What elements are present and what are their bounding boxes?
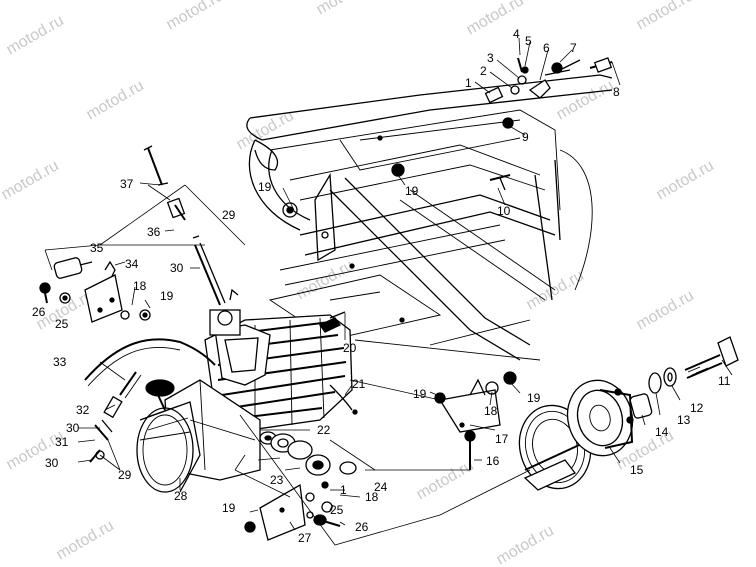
callout-35: 35 [90, 241, 104, 255]
callout-29: 29 [118, 468, 132, 482]
callout-16: 16 [486, 454, 500, 468]
watermark-text: motod.ru [0, 157, 62, 203]
callout-37: 37 [120, 177, 134, 191]
callout-24: 24 [374, 480, 388, 494]
callout-27: 27 [298, 531, 312, 545]
callout-34: 34 [125, 257, 139, 271]
watermark-text: motod.ru [634, 287, 697, 333]
callout-18: 18 [365, 490, 379, 504]
watermark-text: motod.ru [654, 157, 717, 203]
callout-19: 19 [405, 184, 419, 198]
vent-hose-assembly [143, 145, 226, 306]
watermark-text: motod.ru [54, 517, 117, 563]
callout-8: 8 [613, 85, 620, 99]
callout-36: 36 [147, 225, 161, 239]
callout-23: 23 [270, 473, 284, 487]
callout-19: 19 [160, 289, 174, 303]
watermark-text: motod.ru [414, 457, 477, 503]
callout-labels: 1 2 3 4 5 6 7 8 9 10 11 12 13 14 15 16 1… [32, 27, 731, 545]
watermark-text: motod.ru [524, 267, 587, 313]
fuel-line [84, 338, 216, 381]
callout-29: 29 [222, 208, 236, 222]
callout-1: 1 [465, 76, 472, 90]
throttle-cable-fittings [282, 57, 613, 218]
callout-28: 28 [174, 489, 188, 503]
callout-19: 19 [258, 180, 272, 194]
callout-7: 7 [570, 41, 577, 55]
callout-22: 22 [317, 423, 331, 437]
left-filter-bracket [39, 257, 151, 323]
callout-26: 26 [355, 520, 369, 534]
watermark-text: motod.ru [164, 0, 227, 33]
clutch-pulley-assembly [434, 336, 739, 491]
fuel-line-edge [87, 346, 181, 387]
callout-13: 13 [677, 413, 691, 427]
watermark-text: motod.ru [314, 0, 377, 18]
callout-19: 19 [527, 391, 541, 405]
callout-17: 17 [495, 432, 509, 446]
callout-30: 30 [170, 261, 184, 275]
watermark-text: motod.ru [84, 77, 147, 123]
lower-engine-mount [244, 433, 357, 541]
callout-9: 9 [522, 130, 529, 144]
callout-14: 14 [655, 425, 669, 439]
callout-3: 3 [487, 51, 494, 65]
callout-33: 33 [53, 355, 67, 369]
callout-21: 21 [352, 377, 366, 391]
callout-25: 25 [55, 317, 69, 331]
callout-2: 2 [480, 64, 487, 78]
callout-30: 30 [45, 456, 59, 470]
leader-lines [44, 37, 733, 546]
callout-31: 31 [55, 435, 69, 449]
watermark-text: motod.ru [494, 522, 557, 567]
watermark-text: motod.ru [4, 12, 67, 58]
engine-assembly [136, 288, 358, 493]
watermark-text: motod.ru [294, 257, 357, 303]
callout-26: 26 [32, 305, 46, 319]
callout-11: 11 [718, 374, 731, 388]
callout-19: 19 [413, 387, 427, 401]
callout-19: 19 [222, 501, 236, 515]
callout-18: 18 [484, 404, 498, 418]
callout-5: 5 [525, 34, 532, 48]
fuel-filter-fittings [89, 371, 142, 463]
callout-32: 32 [76, 403, 90, 417]
callout-20: 20 [343, 341, 357, 355]
callout-25: 25 [330, 503, 344, 517]
watermark-text: motod.ru [554, 77, 617, 123]
callout-18: 18 [133, 279, 147, 293]
callout-12: 12 [690, 401, 704, 415]
callout-10: 10 [497, 204, 511, 218]
callout-30: 30 [66, 421, 80, 435]
callout-15: 15 [630, 463, 644, 477]
callout-4: 4 [513, 27, 520, 41]
callout-6: 6 [543, 41, 550, 55]
watermark-text: motod.ru [634, 0, 697, 33]
callout-1: 1 [340, 483, 347, 497]
